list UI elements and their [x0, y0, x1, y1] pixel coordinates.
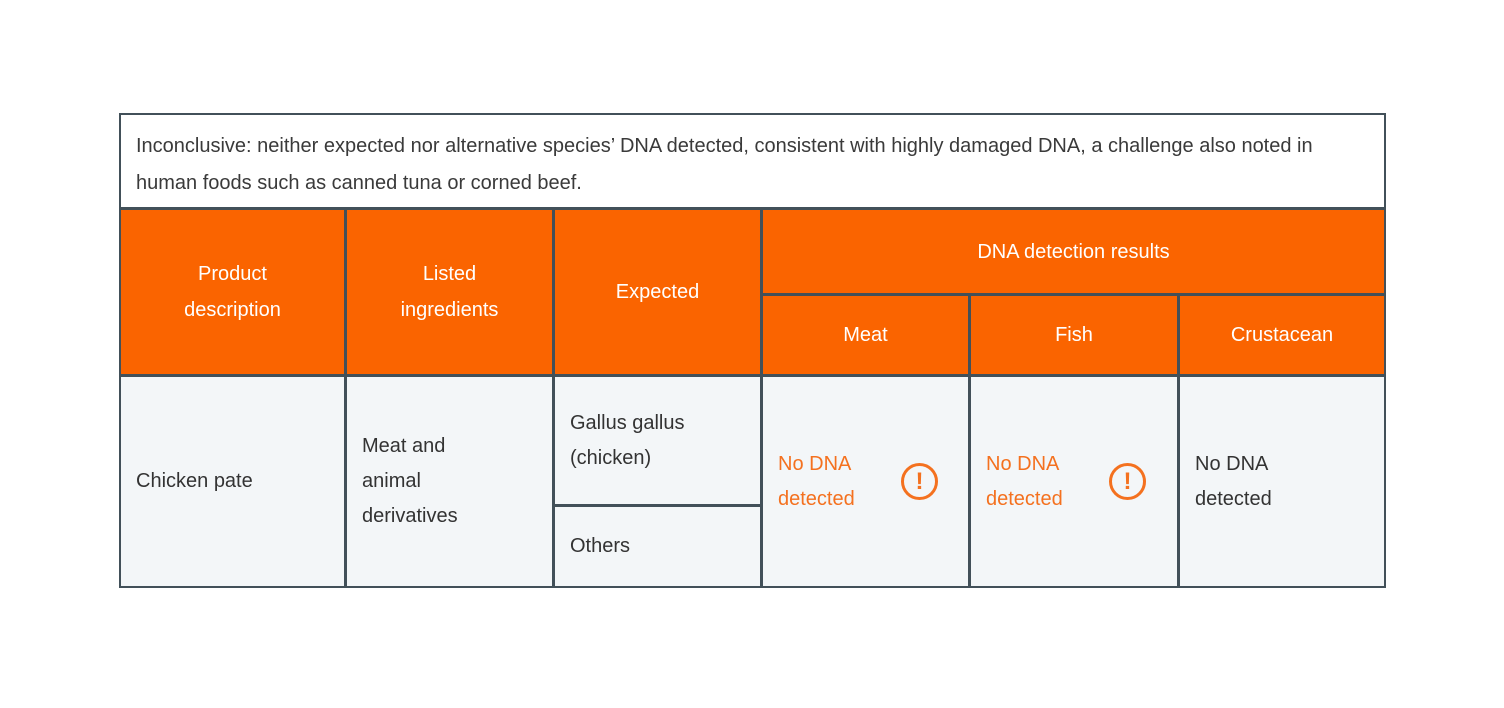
header-listed-ingredients-label: Listed ingredients — [400, 263, 499, 321]
header-fish: Fish — [971, 296, 1177, 374]
fish-result-text: No DNA detected — [986, 452, 1063, 510]
expected-secondary-cell: Others — [555, 507, 760, 586]
header-dna-detection-results-label: DNA detection results — [977, 240, 1170, 263]
cell-crustacean-result: No DNA detected ! — [1180, 377, 1384, 586]
inconclusive-note: Inconclusive: neither expected nor alter… — [121, 115, 1384, 210]
expected-cell-divider — [555, 504, 760, 507]
meat-result-text: No DNA detected — [778, 452, 855, 510]
header-product-description: Product description — [121, 210, 344, 374]
expected-secondary-text: Others — [570, 535, 631, 557]
warning-icon: ! — [1109, 463, 1146, 500]
product-name: Chicken pate — [136, 470, 253, 492]
expected-primary-text: Gallus gallus (chicken) — [570, 411, 685, 469]
results-grid: Product description Listed ingredients E… — [121, 210, 1384, 586]
header-fish-label: Fish — [1055, 324, 1093, 346]
cell-fish-result: No DNA detected ! — [971, 377, 1177, 586]
cell-meat-result: No DNA detected ! — [763, 377, 968, 586]
header-meat: Meat — [763, 296, 968, 374]
dna-results-table: Inconclusive: neither expected nor alter… — [119, 113, 1386, 588]
cell-product-description: Chicken pate — [121, 377, 344, 586]
header-product-description-label: Product description — [184, 263, 281, 321]
header-meat-label: Meat — [843, 324, 888, 346]
warning-icon: ! — [901, 463, 938, 500]
header-listed-ingredients: Listed ingredients — [347, 210, 552, 374]
cell-expected: Gallus gallus (chicken) Others — [555, 377, 760, 586]
expected-primary-cell: Gallus gallus (chicken) — [555, 377, 760, 504]
header-expected: Expected — [555, 210, 760, 374]
ingredients-text: Meat and animal derivatives — [362, 435, 458, 527]
header-dna-detection-results: DNA detection results — [763, 210, 1384, 293]
header-expected-label: Expected — [615, 281, 700, 303]
crustacean-result-text: No DNA detected — [1195, 452, 1272, 510]
header-crustacean: Crustacean — [1180, 296, 1384, 374]
cell-listed-ingredients: Meat and animal derivatives — [347, 377, 552, 586]
header-crustacean-label: Crustacean — [1230, 324, 1334, 346]
